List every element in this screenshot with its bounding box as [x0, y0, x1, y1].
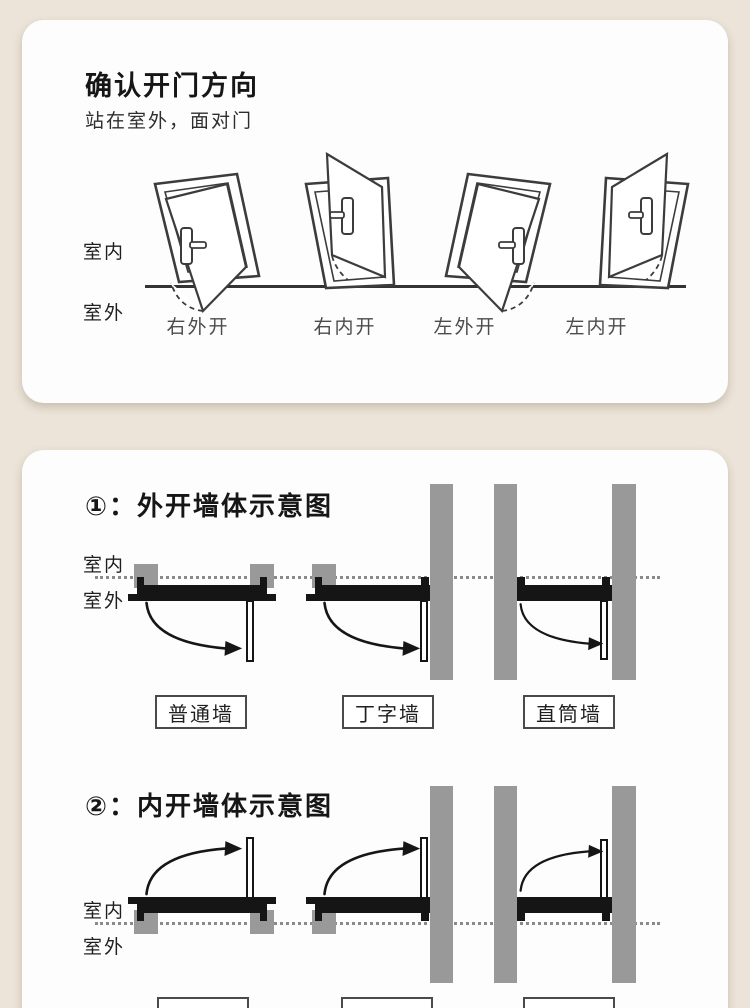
door-jamb	[137, 912, 144, 921]
open-door-leaf	[246, 600, 254, 662]
outdoor-label-sec2: 室外	[83, 937, 126, 958]
card1-subtitle: 站在室外，面对门	[85, 111, 254, 132]
wall-type-label-cutoff	[157, 997, 249, 1008]
swing-arrow-inward	[519, 844, 604, 892]
wall-diagram-card: ①：外开墙体示意图 室内 室外 普通墙 丁字墙	[22, 450, 728, 1008]
wall-type-label-tshape: 丁字墙	[342, 695, 434, 729]
door-jamb	[315, 912, 322, 921]
door-jamb	[137, 577, 144, 586]
door-jamb	[602, 577, 610, 586]
swing-arrow-outward	[519, 603, 604, 651]
door-frame-bar	[315, 904, 430, 913]
door-label-left-inward: 左内开	[565, 317, 629, 338]
door-frame-sill	[128, 897, 276, 904]
open-door-leaf	[600, 839, 608, 899]
outdoor-label-sec1: 室外	[83, 591, 126, 612]
door-label-right-outward: 右外开	[166, 317, 230, 338]
wall-type-label-cutoff	[523, 997, 615, 1008]
door-frame-bar	[315, 585, 430, 594]
section1-heading: ①：外开墙体示意图	[85, 491, 334, 521]
open-door-leaf	[420, 600, 428, 662]
section2-heading: ②：内开墙体示意图	[85, 791, 334, 821]
ground-line	[145, 285, 686, 288]
door-jamb	[260, 912, 267, 921]
swing-arrow-inward	[145, 841, 243, 896]
wall-column	[612, 484, 636, 680]
wall-type-label-straight: 直筒墙	[523, 695, 615, 729]
door-jamb	[517, 577, 525, 586]
door-frame-sill	[128, 594, 276, 601]
open-door-leaf	[420, 837, 428, 899]
door-jamb	[421, 577, 429, 586]
door-frame-bar	[137, 585, 267, 594]
door-right-inward-drawing	[304, 151, 396, 290]
door-jamb	[260, 577, 267, 586]
wall-column	[430, 786, 453, 983]
door-jamb	[315, 577, 322, 586]
swing-arrow-outward	[323, 601, 421, 656]
door-jamb	[602, 912, 610, 921]
outdoor-label-card1: 室外	[83, 303, 126, 324]
open-door-leaf	[246, 837, 254, 899]
door-direction-card: 确认开门方向 站在室外，面对门 室内 室外	[22, 20, 728, 403]
indoor-label-sec1: 室内	[83, 555, 126, 576]
indoor-outdoor-dotted-line-1	[95, 576, 660, 579]
door-frame-bar	[517, 904, 612, 913]
door-jamb	[517, 912, 525, 921]
door-frame-sill	[517, 594, 612, 601]
swing-arrow-inward	[323, 841, 421, 896]
indoor-label-card1: 室内	[83, 242, 126, 263]
door-jamb	[421, 912, 429, 921]
door-frame-bar	[137, 904, 267, 913]
wall-type-label-cutoff	[341, 997, 433, 1008]
swing-arrow-outward	[145, 601, 243, 656]
door-frame-sill	[306, 594, 430, 601]
door-frame-sill	[517, 897, 612, 904]
card1-title: 确认开门方向	[85, 71, 259, 101]
door-label-right-inward: 右内开	[313, 317, 377, 338]
wall-column	[430, 484, 453, 680]
wall-column	[494, 786, 517, 983]
door-frame-sill	[306, 897, 430, 904]
door-right-outward-drawing	[153, 172, 261, 314]
wall-type-label-normal: 普通墙	[155, 695, 247, 729]
wall-column	[612, 786, 636, 983]
wall-column	[494, 484, 517, 680]
door-left-inward-drawing	[598, 151, 690, 290]
indoor-label-sec2: 室内	[83, 901, 126, 922]
indoor-outdoor-dotted-line-2	[95, 922, 660, 925]
door-frame-bar	[517, 585, 612, 594]
door-label-left-outward: 左外开	[433, 317, 497, 338]
door-left-outward-drawing	[444, 172, 552, 314]
open-door-leaf	[600, 600, 608, 660]
